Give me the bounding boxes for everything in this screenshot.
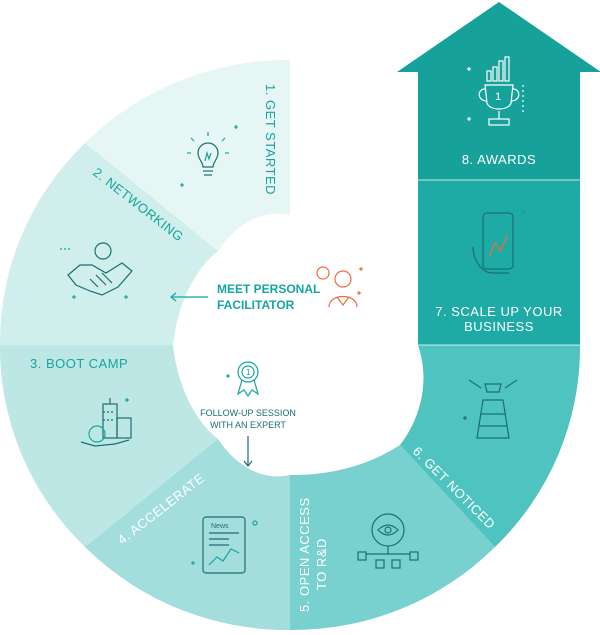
step-label-5a: 5. OPEN ACCESS [297, 497, 312, 612]
step-label-7b: BUSINESS [464, 319, 534, 334]
followup-label-2: WITH AN EXPERT [210, 420, 286, 430]
followup-label-1: FOLLOW-UP SESSION [200, 408, 296, 418]
segment-accelerate [85, 439, 290, 631]
svg-text:1: 1 [495, 91, 501, 103]
phone-growth-icon [472, 210, 526, 274]
segment-get-started [85, 59, 290, 251]
news-tablet-icon: News [191, 516, 258, 574]
facilitator-label-1: MEET PERSONAL [217, 282, 320, 296]
segment-networking [0, 143, 218, 345]
handshake-icon [60, 242, 133, 299]
svg-text:1: 1 [246, 368, 251, 377]
followup-arrow [243, 436, 253, 467]
lighthouse-icon [463, 379, 518, 439]
segment-boot-camp [0, 345, 218, 547]
city-money-icon [80, 398, 132, 447]
facilitator-label-2: FACILITATOR [217, 298, 295, 312]
segment-get-noticed [400, 345, 581, 547]
rosette-icon: 1 [226, 361, 260, 398]
segment-open-access [290, 445, 495, 631]
step-label-8: 8. AWARDS [462, 152, 536, 167]
step-label-3: 3. BOOT CAMP [30, 356, 128, 371]
segment-awards [397, 2, 600, 180]
facilitator-arrow [170, 292, 208, 302]
person-chat-icon [316, 266, 363, 308]
segment-scale-up [418, 180, 580, 345]
step-label-7a: 7. SCALE UP YOUR [435, 304, 562, 319]
eye-network-icon [357, 513, 419, 569]
step-label-5b: TO R&D [314, 538, 329, 590]
lightbulb-icon [180, 125, 238, 187]
trophy-icon: 1 [467, 56, 524, 126]
svg-text:News: News [211, 523, 229, 530]
segment-dividers [418, 179, 580, 346]
step-label-1: 1. GET STARTED [263, 84, 278, 195]
